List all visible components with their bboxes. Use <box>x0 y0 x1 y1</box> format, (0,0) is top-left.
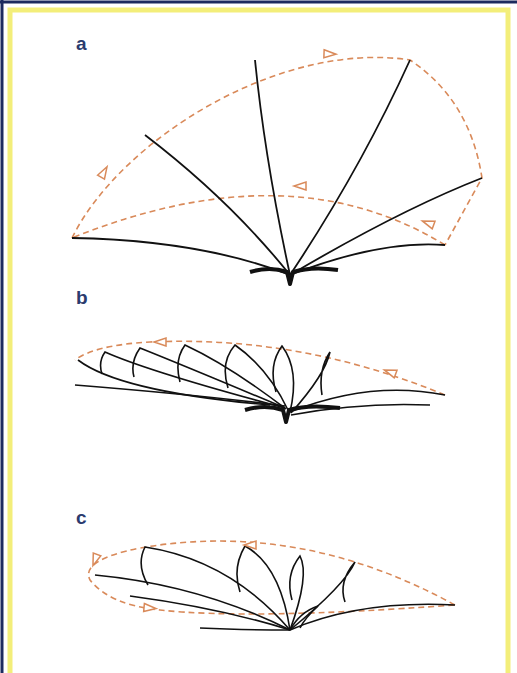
wing-position <box>95 546 455 630</box>
stroke-path <box>72 57 482 245</box>
frame-border <box>10 10 508 673</box>
frame-edge <box>1 0 4 673</box>
direction-arrow <box>89 50 435 613</box>
frame-edge <box>0 1 517 4</box>
bird-body <box>245 406 340 422</box>
wing-position <box>72 60 482 275</box>
panel-letter: b <box>76 288 88 307</box>
panel-letter: a <box>76 34 87 53</box>
panel-letter: c <box>76 508 87 527</box>
bird-body <box>250 268 338 284</box>
wing-position <box>75 345 445 415</box>
